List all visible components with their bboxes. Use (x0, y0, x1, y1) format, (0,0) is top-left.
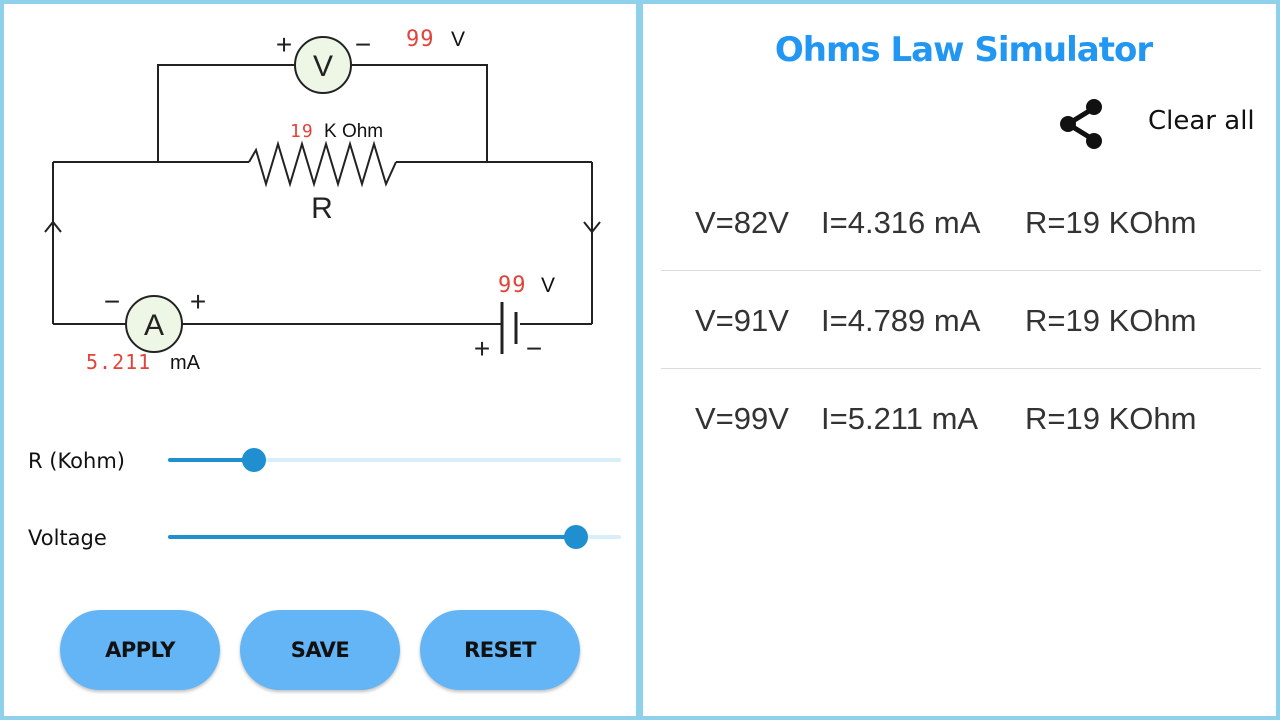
record-voltage: V=99V (695, 401, 789, 436)
voltmeter-symbol: V (313, 50, 333, 83)
battery-reading: 99 (498, 273, 527, 298)
circuit-diagram: V + − 99 V 19 K Ohm R 99 V + − A − + 5.2… (44, 27, 601, 374)
circuit-panel: V + − 99 V 19 K Ohm R 99 V + − A − + 5.2… (0, 0, 640, 720)
record-voltage: V=91V (695, 303, 789, 338)
save-button[interactable]: SAVE (240, 610, 400, 690)
app-title: Ohms Law Simulator (774, 30, 1153, 70)
divider (661, 270, 1261, 271)
voltmeter: V + − (276, 29, 371, 94)
record-resistance: R=19 KOhm (1025, 401, 1197, 436)
record-voltage: V=82V (695, 205, 789, 240)
resistance-slider-fill (168, 458, 255, 462)
ammeter-minus: − (104, 286, 120, 317)
voltage-slider[interactable] (168, 525, 621, 549)
record-resistance: R=19 KOhm (1025, 303, 1197, 338)
record-current: I=4.789 mA (821, 303, 981, 338)
divider (661, 368, 1261, 369)
resistance-slider-thumb[interactable] (242, 448, 267, 472)
battery-unit: V (541, 274, 555, 297)
battery-plus: + (474, 333, 490, 364)
voltmeter-wire-right (352, 64, 488, 162)
apply-button[interactable]: APPLY (60, 610, 220, 690)
ammeter: A − + (104, 286, 206, 353)
ammeter-symbol: A (144, 309, 164, 342)
voltmeter-unit: V (451, 28, 465, 51)
voltage-slider-label: Voltage (28, 526, 107, 550)
record-current: I=5.211 mA (821, 401, 979, 436)
resistance-reading: 19 (290, 121, 314, 142)
record-resistance: R=19 KOhm (1025, 205, 1197, 240)
resistance-slider[interactable] (168, 448, 621, 472)
clear-all-button[interactable]: Clear all (1148, 106, 1255, 136)
arrow-up-icon (44, 220, 62, 233)
record-row: V=91V I=4.789 mA R=19 KOhm (661, 272, 1261, 369)
resistance-slider-label: R (Kohm) (28, 449, 125, 473)
ammeter-reading: 5.211 (86, 350, 151, 374)
share-icon[interactable] (1056, 96, 1108, 152)
record-row: V=99V I=5.211 mA R=19 KOhm (661, 370, 1261, 467)
voltmeter-reading: 99 (406, 27, 435, 52)
voltage-slider-thumb[interactable] (563, 525, 588, 549)
resistor-symbol: R (311, 192, 333, 225)
voltmeter-plus: + (276, 29, 292, 60)
history-panel: Ohms Law Simulator Clear all V=82V I=4.3… (639, 0, 1280, 720)
ammeter-unit: mA (170, 352, 201, 374)
voltage-slider-fill (168, 535, 576, 539)
resistor-zigzag (248, 140, 397, 188)
battery-minus: − (526, 333, 542, 364)
record-current: I=4.316 mA (821, 205, 981, 240)
voltmeter-minus: − (355, 29, 371, 60)
ammeter-plus: + (190, 286, 206, 317)
resistance-slider-row: R (Kohm) (28, 440, 628, 480)
arrow-down-icon (583, 221, 601, 234)
reset-button[interactable]: RESET (420, 610, 580, 690)
voltmeter-wire (157, 64, 294, 162)
voltage-slider-row: Voltage (28, 517, 628, 557)
resistance-unit: K Ohm (324, 121, 383, 142)
record-row: V=82V I=4.316 mA R=19 KOhm (661, 174, 1261, 271)
